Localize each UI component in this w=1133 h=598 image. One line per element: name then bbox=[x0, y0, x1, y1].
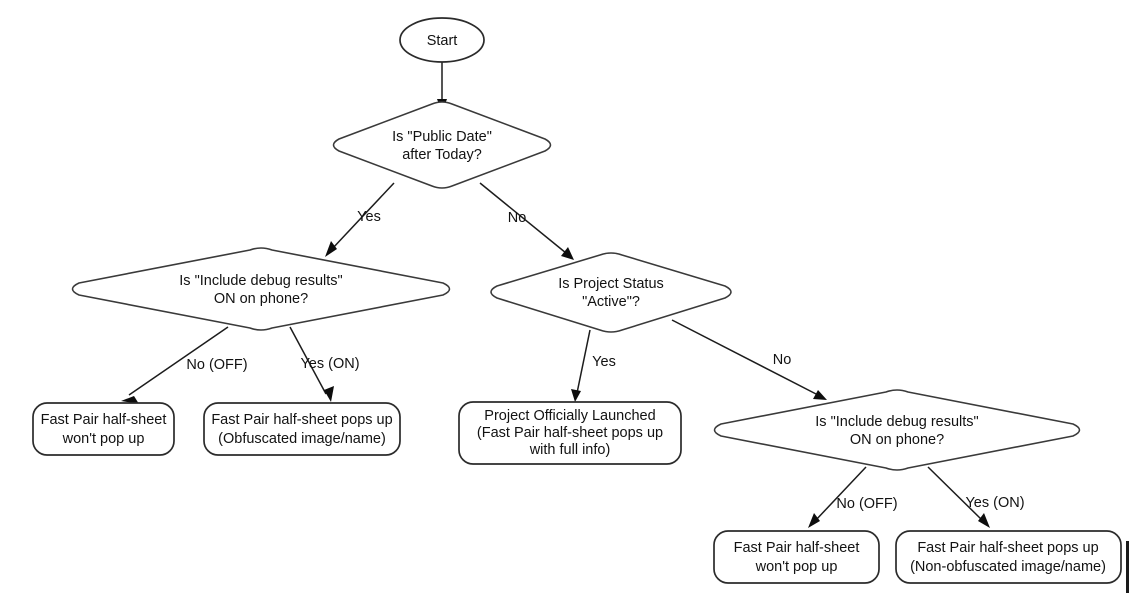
node-non-obfuscated-line-1: (Non-obfuscated image/name) bbox=[910, 559, 1106, 575]
node-launched-line-0: Project Officially Launched bbox=[484, 408, 655, 424]
edge-label-debug-left-off: No (OFF) bbox=[186, 357, 247, 373]
node-no-popup-right-line-0: Fast Pair half-sheet bbox=[734, 540, 860, 556]
node-public-date-decision[interactable]: Is "Public Date" after Today? bbox=[332, 101, 552, 189]
edge-label-debug-right-on: Yes (ON) bbox=[965, 495, 1024, 511]
node-launched-line-1: (Fast Pair half-sheet pops up bbox=[477, 425, 663, 441]
node-no-popup-left-line-1: won't pop up bbox=[62, 431, 145, 447]
node-debug-left-line-0: Is "Include debug results" bbox=[179, 273, 342, 289]
node-no-popup-right[interactable]: Fast Pair half-sheet won't pop up bbox=[713, 530, 880, 584]
node-no-popup-right-line-1: won't pop up bbox=[755, 559, 838, 575]
node-debug-left-line-1: ON on phone? bbox=[214, 291, 308, 307]
node-start[interactable]: Start bbox=[399, 17, 485, 63]
edge-label-public-date-yes: Yes bbox=[357, 209, 381, 225]
node-non-obfuscated-line-0: Fast Pair half-sheet pops up bbox=[917, 540, 1098, 556]
edge-project-status-no: No bbox=[671, 319, 827, 400]
edge-debug-left-off: No (OFF) bbox=[121, 326, 248, 404]
node-debug-right-decision[interactable]: Is "Include debug results" ON on phone? bbox=[713, 389, 1081, 471]
node-debug-left-decision[interactable]: Is "Include debug results" ON on phone? bbox=[71, 247, 451, 331]
node-obfuscated-line-1: (Obfuscated image/name) bbox=[218, 431, 386, 447]
edge-label-public-date-no: No bbox=[508, 210, 527, 226]
node-start-line-0: Start bbox=[427, 33, 458, 49]
node-non-obfuscated[interactable]: Fast Pair half-sheet pops up (Non-obfusc… bbox=[895, 530, 1122, 584]
edge-public-date-yes: Yes bbox=[325, 182, 395, 257]
node-project-status-decision[interactable]: Is Project Status "Active"? bbox=[490, 252, 732, 333]
edge-label-project-status-yes: Yes bbox=[592, 354, 616, 370]
edge-debug-left-on: Yes (ON) bbox=[289, 326, 360, 402]
node-no-popup-left[interactable]: Fast Pair half-sheet won't pop up bbox=[32, 402, 175, 456]
node-obfuscated[interactable]: Fast Pair half-sheet pops up (Obfuscated… bbox=[203, 402, 401, 456]
edge-project-status-yes: Yes bbox=[571, 329, 616, 402]
node-launched-line-2: with full info) bbox=[529, 442, 611, 458]
edge-label-project-status-no: No bbox=[773, 352, 792, 368]
node-debug-right-line-1: ON on phone? bbox=[850, 432, 944, 448]
node-public-date-line-1: after Today? bbox=[402, 147, 482, 163]
edge-debug-right-on: Yes (ON) bbox=[927, 466, 1025, 528]
node-public-date-line-0: Is "Public Date" bbox=[392, 129, 492, 145]
node-obfuscated-line-0: Fast Pair half-sheet pops up bbox=[211, 412, 392, 428]
edge-label-debug-right-off: No (OFF) bbox=[836, 496, 897, 512]
node-no-popup-left-line-0: Fast Pair half-sheet bbox=[41, 412, 167, 428]
node-debug-right-line-0: Is "Include debug results" bbox=[815, 414, 978, 430]
node-project-status-line-0: Is Project Status bbox=[558, 276, 664, 292]
edge-public-date-no: No bbox=[479, 182, 574, 260]
right-edge-artifact bbox=[1126, 541, 1129, 593]
edge-label-debug-left-on: Yes (ON) bbox=[300, 356, 359, 372]
node-project-status-line-1: "Active"? bbox=[582, 294, 640, 310]
edge-debug-right-off: No (OFF) bbox=[808, 466, 898, 528]
node-launched[interactable]: Project Officially Launched (Fast Pair h… bbox=[458, 401, 682, 465]
